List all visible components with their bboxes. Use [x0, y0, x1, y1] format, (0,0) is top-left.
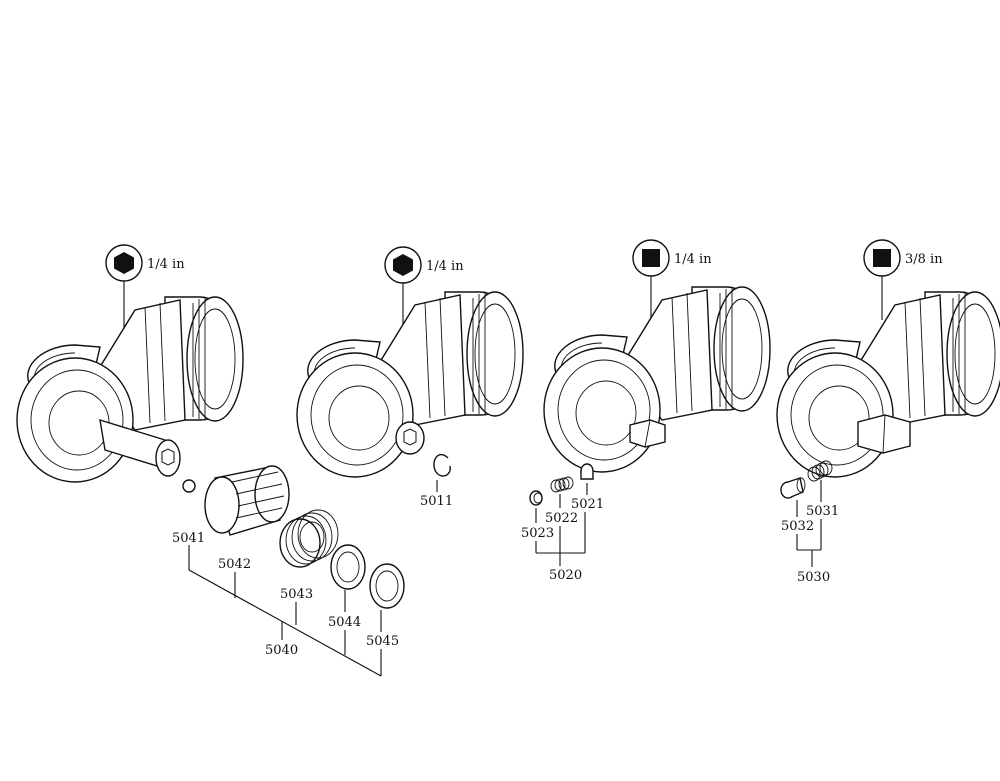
part-number-5044: 5044: [328, 615, 361, 630]
assembly-1: 1/4 in: [16, 244, 405, 677]
part-number-5045: 5045: [366, 634, 399, 649]
spring-5031: [807, 460, 833, 482]
part-number-5022: 5022: [545, 511, 578, 526]
ring-5045: [369, 563, 405, 609]
assembly-3: 1/4 in 5021 5022 5023 5020: [521, 239, 771, 583]
part-number-5023: 5023: [521, 526, 554, 541]
square-drive-anvil: [629, 419, 666, 448]
part-number-5032: 5032: [781, 519, 814, 534]
square-drive-icon: [863, 239, 901, 277]
hex-drive-icon: [105, 244, 143, 282]
kit-number-5040: 5040: [265, 643, 298, 658]
part-number-5042: 5042: [218, 557, 251, 572]
detent-pin-5021: [580, 463, 594, 480]
spring-5043: [279, 509, 339, 568]
square-drive-icon: [632, 239, 670, 277]
kit-bracket-5040: [188, 545, 382, 677]
ring-5044: [330, 544, 366, 590]
detent-pin-5032: [780, 477, 806, 499]
retaining-ring-5011: [433, 453, 451, 477]
hex-drive-icon: [384, 246, 422, 284]
assembly-4: 3/8 in 5031 5032 5030: [776, 239, 1000, 585]
drive-size-label: 1/4 in: [147, 257, 185, 272]
kit-number-5030: 5030: [797, 570, 830, 585]
kit-number-5020: 5020: [549, 568, 582, 583]
pin-5023: [529, 490, 543, 506]
ball-5041: [182, 479, 196, 493]
part-number-5043: 5043: [280, 587, 313, 602]
knurled-sleeve-5042: [204, 465, 290, 536]
extension-shaft: [99, 418, 181, 477]
drive-size-label: 1/4 in: [426, 259, 464, 274]
spring-5022: [550, 476, 574, 493]
part-number-5031: 5031: [806, 504, 839, 519]
drive-size-label: 3/8 in: [905, 252, 943, 267]
assembly-2: 1/4 in 5011: [296, 246, 524, 509]
hex-socket-bit: [395, 421, 425, 455]
part-number-5041: 5041: [172, 531, 205, 546]
part-number-5021: 5021: [571, 497, 604, 512]
square-drive-anvil: [857, 414, 911, 454]
kit-bracket-5030: [796, 480, 822, 567]
kit-bracket-5020: [535, 483, 588, 566]
drive-size-label: 1/4 in: [674, 252, 712, 267]
part-number-5011: 5011: [420, 494, 453, 509]
